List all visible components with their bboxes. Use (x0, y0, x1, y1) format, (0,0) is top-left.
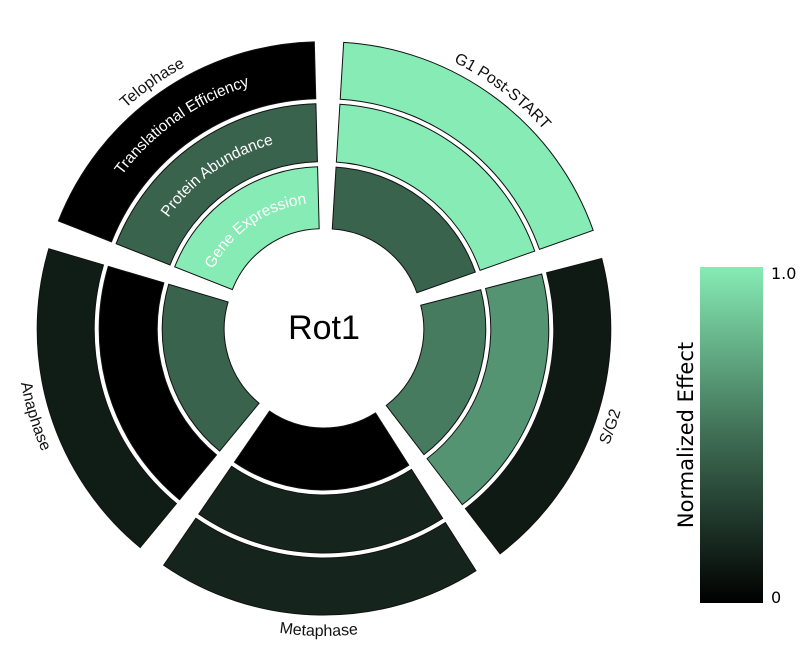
segment-s-g2-ring-2 (426, 273, 550, 506)
segment-anaphase-ring-3 (36, 248, 178, 549)
segment-metaphase-ring-3 (162, 517, 477, 616)
colorbar-min-label: 0 (771, 588, 781, 607)
phase-label: Metaphase (279, 620, 359, 640)
segment-telophase-ring-2 (115, 103, 318, 266)
segment-metaphase-ring-2 (198, 465, 444, 554)
colorbar: 1.0 0 Normalized Effect (674, 264, 796, 607)
segment-anaphase-ring-1 (161, 283, 260, 452)
segment-telophase-ring-3 (57, 41, 317, 243)
phase-label: S/G2 (597, 407, 625, 447)
colorbar-max-label: 1.0 (771, 264, 796, 283)
colorbar-gradient (700, 267, 763, 603)
segment-metaphase-ring-1 (233, 410, 410, 491)
segment-anaphase-ring-2 (98, 265, 218, 501)
colorbar-title: Normalized Effect (674, 342, 698, 528)
chart-segments (36, 41, 612, 616)
segment-g1-post-start-ring-3 (339, 41, 594, 251)
segment-g1-post-start-ring-2 (335, 103, 536, 272)
segment-s-g2-ring-3 (464, 257, 612, 555)
segment-telophase-ring-1 (174, 166, 320, 291)
center-label: Rot1 (288, 309, 360, 347)
segment-s-g2-ring-1 (385, 289, 487, 456)
segment-g1-post-start-ring-1 (331, 166, 476, 294)
